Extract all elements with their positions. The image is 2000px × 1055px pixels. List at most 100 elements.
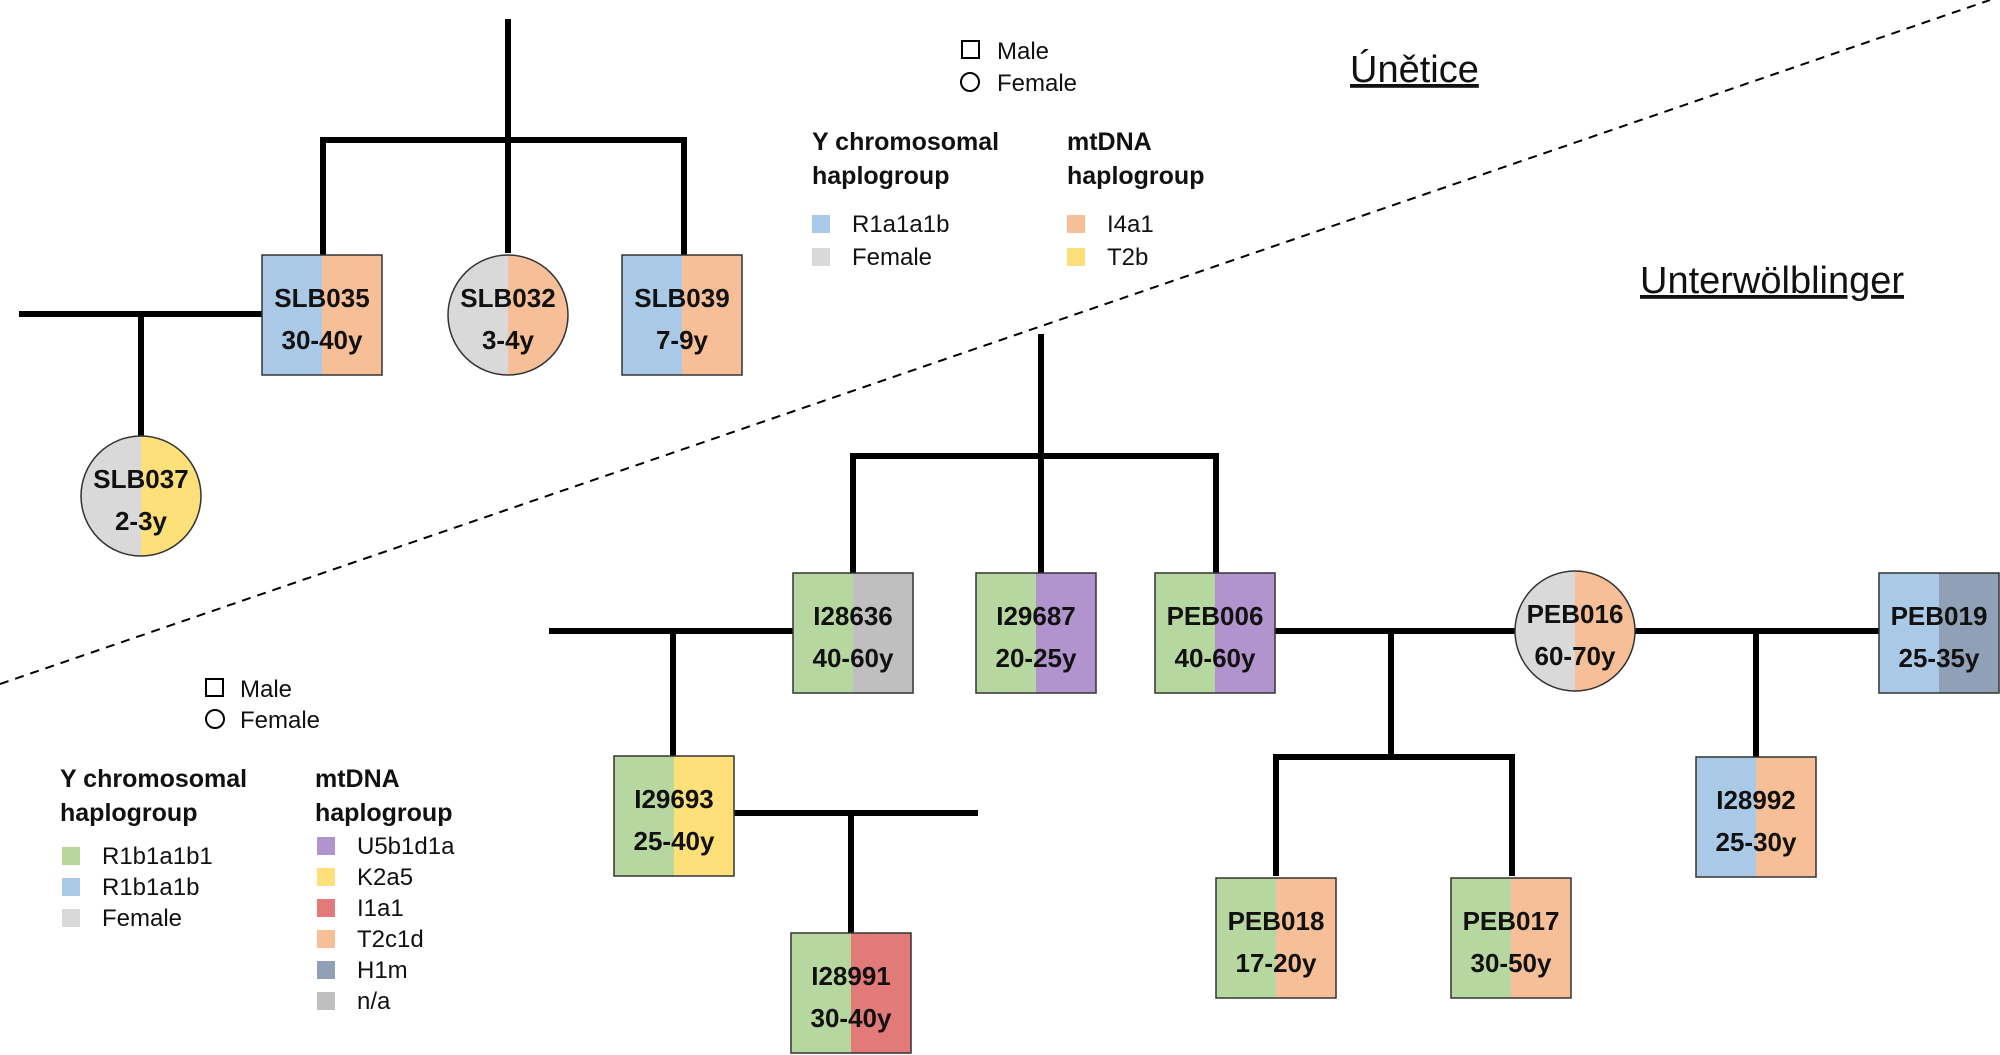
individual-slb035: SLB035 30-40y xyxy=(261,254,383,376)
y-haplogroup-half xyxy=(622,255,682,375)
individual-age: 3-4y xyxy=(482,325,535,355)
legend-label: U5b1d1a xyxy=(357,833,455,860)
y-haplogroup-half xyxy=(1216,878,1276,998)
individual-peb017: PEB017 30-50y xyxy=(1450,877,1572,999)
individual-id: SLB037 xyxy=(93,464,188,494)
legend-swatch xyxy=(317,961,335,979)
legend-swatch xyxy=(317,930,335,948)
male-square-outline xyxy=(261,254,383,376)
legend-swatch xyxy=(812,248,830,266)
y-haplogroup-half xyxy=(262,255,322,375)
individual-age: 25-30y xyxy=(1716,827,1797,857)
mt-haplogroup-half xyxy=(1276,878,1336,998)
female-circle-icon xyxy=(960,72,980,92)
individual-id: I28636 xyxy=(813,601,893,631)
y-haplogroup-half xyxy=(1451,878,1511,998)
legend-swatch xyxy=(62,847,80,865)
female-circle-outline xyxy=(80,435,202,557)
male-square-icon xyxy=(961,40,980,59)
legend-label: R1b1a1b xyxy=(102,874,199,901)
y-haplogroup-half xyxy=(81,436,141,556)
mt-haplogroup-half xyxy=(1575,571,1635,691)
female-circle-outline xyxy=(1514,570,1636,692)
legend-bottom-mt-header-2: haplogroup xyxy=(315,799,452,827)
male-square-outline xyxy=(1215,877,1337,999)
legend-label: Female xyxy=(102,905,182,932)
mt-haplogroup-half xyxy=(322,255,382,375)
individual-id: PEB018 xyxy=(1228,906,1325,936)
legend-top-mt-header-2: haplogroup xyxy=(1067,162,1204,190)
individual-i28992: I28992 25-30y xyxy=(1695,756,1817,878)
legend-label: K2a5 xyxy=(357,864,413,891)
individual-id: PEB019 xyxy=(1891,601,1988,631)
y-haplogroup-half xyxy=(1515,571,1575,691)
individual-id: PEB016 xyxy=(1527,599,1624,629)
male-square-outline xyxy=(1695,756,1817,878)
unetice-lines xyxy=(19,19,687,440)
mt-haplogroup-half xyxy=(674,756,734,876)
individual-id: PEB017 xyxy=(1463,906,1560,936)
individual-age: 30-40y xyxy=(282,325,363,355)
legend-bottom-mt-header-1: mtDNA xyxy=(315,765,400,793)
individuals: SLB035 30-40y SLB032 3-4y SLB039 7-9ySLB0372-… xyxy=(80,254,2000,1054)
legend-bottom-female: Female xyxy=(240,707,320,734)
mt-haplogroup-half xyxy=(1036,573,1096,693)
mt-haplogroup-half xyxy=(141,436,201,556)
individual-age: 20-25y xyxy=(996,643,1077,673)
individual-id: SLB032 xyxy=(460,283,555,313)
individual-peb019: PEB019 25-35y xyxy=(1878,572,2000,694)
male-square-outline xyxy=(621,254,743,376)
legend-bottom-y-header-1: Y chromosomal xyxy=(60,765,247,793)
legend-top-y-header-2: haplogroup xyxy=(812,162,949,190)
y-haplogroup-half xyxy=(614,756,674,876)
male-square-outline xyxy=(792,572,914,694)
legend-label: I1a1 xyxy=(357,895,404,922)
individual-id: I28992 xyxy=(1716,785,1796,815)
legend-swatch xyxy=(317,868,335,886)
legend-label: H1m xyxy=(357,957,408,984)
male-square-outline xyxy=(1154,572,1276,694)
individual-id: SLB039 xyxy=(634,283,729,313)
legend-label: R1a1a1b xyxy=(852,211,949,238)
legend-label: I4a1 xyxy=(1107,211,1154,238)
mt-haplogroup-half xyxy=(853,573,913,693)
legend-top-female: Female xyxy=(997,70,1077,97)
individual-age: 7-9y xyxy=(656,325,709,355)
legend-top-mt-header-1: mtDNA xyxy=(1067,128,1152,156)
female-circle-icon xyxy=(205,709,225,729)
legend-swatch xyxy=(317,899,335,917)
legend-swatch xyxy=(1067,215,1085,233)
individual-id: SLB035 xyxy=(274,283,369,313)
y-haplogroup-half xyxy=(1879,573,1939,693)
female-circle-outline xyxy=(447,254,569,376)
mt-haplogroup-half xyxy=(1511,878,1571,998)
y-haplogroup-half xyxy=(976,573,1036,693)
legend-swatch xyxy=(62,878,80,896)
y-haplogroup-half xyxy=(448,255,508,375)
individual-age: 25-35y xyxy=(1899,643,1980,673)
legend-top-y-header-1: Y chromosomal xyxy=(812,128,999,156)
mt-haplogroup-half xyxy=(508,255,568,375)
legend-swatch xyxy=(812,215,830,233)
mt-haplogroup-half xyxy=(1756,757,1816,877)
legend-bottom-male: Male xyxy=(240,676,292,703)
legend-swatch xyxy=(1067,248,1085,266)
male-square-outline xyxy=(790,932,912,1054)
individual-age: 30-40y xyxy=(811,1003,892,1033)
legend-label: Female xyxy=(852,244,932,271)
y-haplogroup-half xyxy=(1696,757,1756,877)
individual-age: 30-50y xyxy=(1471,948,1552,978)
legend-top-male: Male xyxy=(997,38,1049,65)
mt-haplogroup-half xyxy=(1939,573,1999,693)
